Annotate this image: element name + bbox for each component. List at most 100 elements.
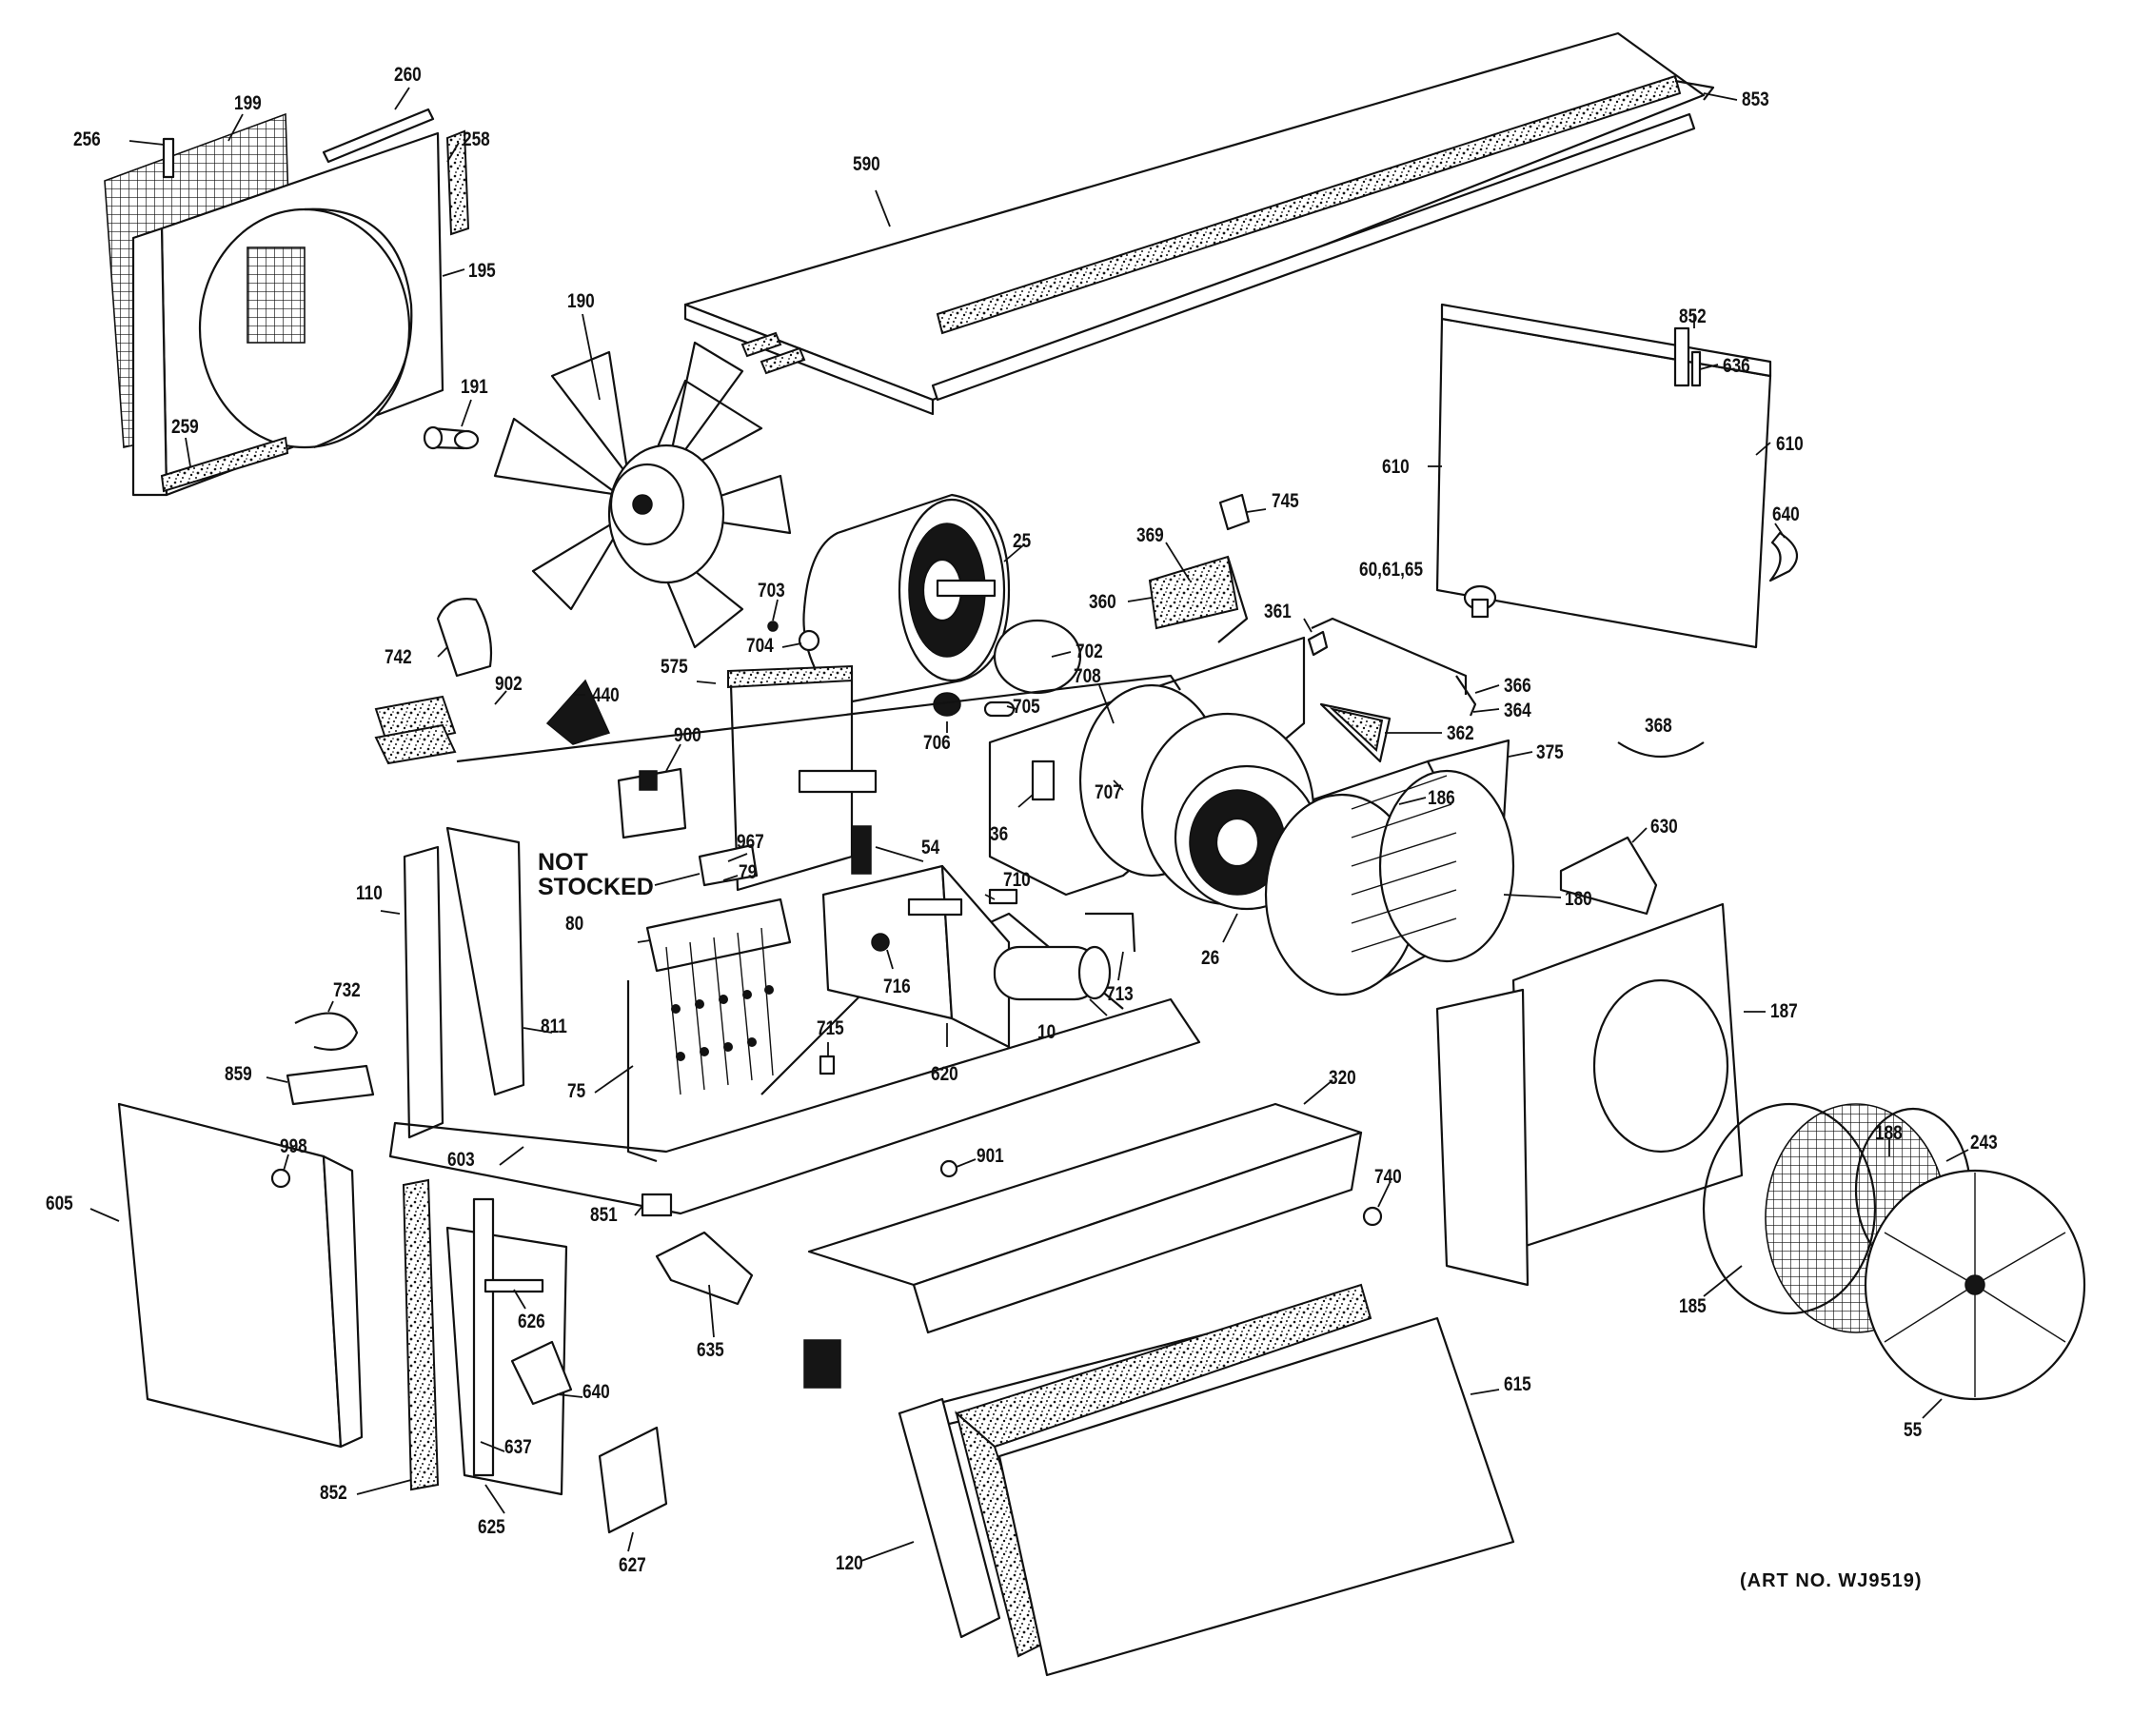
art-number: (ART NO. WJ9519) — [1740, 1570, 1923, 1591]
callout-320: 320 — [1329, 1067, 1356, 1089]
wire-368 — [1617, 741, 1705, 758]
callout-702: 702 — [1076, 641, 1103, 662]
panel-811 — [445, 826, 525, 1096]
clip-745 — [1218, 493, 1251, 531]
bracket-625 — [445, 1197, 568, 1496]
callout-79: 79 — [739, 861, 758, 883]
strip-256 — [162, 137, 175, 179]
callout-605: 605 — [46, 1193, 73, 1214]
callout-243: 243 — [1970, 1132, 1998, 1154]
callout-745: 745 — [1272, 490, 1299, 512]
bracket-742 — [436, 598, 493, 678]
callout-998: 998 — [280, 1135, 307, 1157]
callout-259: 259 — [171, 416, 199, 438]
note-line-2: STOCKED — [538, 873, 654, 900]
callout-615: 615 — [1504, 1373, 1531, 1395]
callout-375: 375 — [1536, 741, 1564, 763]
callout-635: 635 — [697, 1339, 724, 1361]
clip-713 — [1085, 912, 1136, 953]
callout-369: 369 — [1136, 524, 1164, 546]
side-frame-110 — [403, 845, 444, 1139]
callout-36: 36 — [990, 823, 1009, 845]
callout-360: 360 — [1089, 591, 1116, 613]
callout-258: 258 — [463, 128, 490, 150]
strip-259 — [160, 436, 289, 493]
front-panel-615 — [997, 1316, 1515, 1677]
callout-191: 191 — [461, 376, 488, 398]
callout-902: 902 — [495, 673, 523, 695]
callout-637: 637 — [504, 1436, 532, 1458]
callout-366: 366 — [1504, 675, 1531, 697]
callout-852-upper: 852 — [1679, 306, 1707, 327]
callout-364: 364 — [1504, 700, 1531, 721]
callout-256: 256 — [73, 128, 101, 150]
callout-710: 710 — [1003, 869, 1031, 891]
callout-190: 190 — [567, 290, 595, 312]
callout-716: 716 — [883, 976, 911, 997]
bracket-626 — [484, 1278, 544, 1293]
callout-708: 708 — [1074, 665, 1101, 687]
strip-260 — [322, 108, 435, 164]
callout-368: 368 — [1645, 715, 1672, 737]
side-panel-605 — [117, 1102, 364, 1449]
callout-900: 900 — [674, 724, 701, 746]
callout-640-upper: 640 — [1772, 503, 1800, 525]
callout-75: 75 — [567, 1080, 586, 1102]
insulation-440 — [545, 679, 611, 745]
orifice-shroud-195 — [131, 131, 444, 497]
callout-25: 25 — [1013, 530, 1032, 552]
callout-705: 705 — [1013, 696, 1040, 718]
callout-706: 706 — [923, 732, 951, 754]
bracket-620 — [821, 864, 1011, 1049]
callout-603: 603 — [447, 1149, 475, 1171]
bracket-627 — [598, 1426, 668, 1534]
cover-702 — [993, 619, 1082, 695]
switch-54 — [851, 825, 872, 875]
callout-120: 120 — [836, 1552, 863, 1574]
callout-362: 362 — [1447, 722, 1474, 744]
strap-732 — [294, 1012, 359, 1051]
callout-811: 811 — [541, 1016, 567, 1037]
callout-852-lower: 852 — [320, 1482, 347, 1504]
callout-853: 853 — [1742, 89, 1769, 110]
callout-26: 26 — [1201, 947, 1220, 969]
callout-967: 967 — [737, 831, 764, 853]
clip-710 — [988, 888, 1018, 905]
callout-10: 10 — [1037, 1021, 1056, 1043]
callout-703: 703 — [758, 580, 785, 602]
callout-742: 742 — [385, 646, 412, 668]
clip-640 — [1768, 531, 1799, 582]
fan-blade-55 — [1864, 1169, 2086, 1401]
callout-186: 186 — [1428, 787, 1455, 809]
bracket-635 — [655, 1231, 754, 1306]
callout-851: 851 — [590, 1204, 618, 1226]
callout-626: 626 — [518, 1311, 545, 1332]
bracket-852-636 — [1673, 326, 1702, 387]
callout-361: 361 — [1264, 601, 1292, 622]
callout-54: 54 — [921, 837, 940, 858]
capacitor-10 — [993, 945, 1112, 1001]
callout-859: 859 — [225, 1063, 252, 1085]
screw-901 — [939, 1159, 958, 1178]
foam-block-902 — [374, 695, 457, 765]
clip-851 — [641, 1193, 673, 1217]
callout-620: 620 — [931, 1063, 958, 1085]
foam-strip-852 — [402, 1178, 440, 1491]
washer-704-703 — [767, 621, 820, 652]
block-900 — [617, 767, 687, 839]
note-line-1: NOT — [538, 849, 588, 876]
callout-590: 590 — [853, 153, 880, 175]
callout-707: 707 — [1095, 781, 1122, 803]
callout-713: 713 — [1106, 983, 1134, 1005]
callout-195: 195 — [468, 260, 496, 282]
callout-625: 625 — [478, 1516, 505, 1538]
relay-36 — [1031, 760, 1056, 801]
callout-715: 715 — [817, 1017, 844, 1039]
callout-180: 180 — [1565, 888, 1592, 910]
wire-375 — [1427, 739, 1510, 821]
bracket-630 — [1559, 836, 1658, 916]
block-859 — [286, 1064, 375, 1106]
